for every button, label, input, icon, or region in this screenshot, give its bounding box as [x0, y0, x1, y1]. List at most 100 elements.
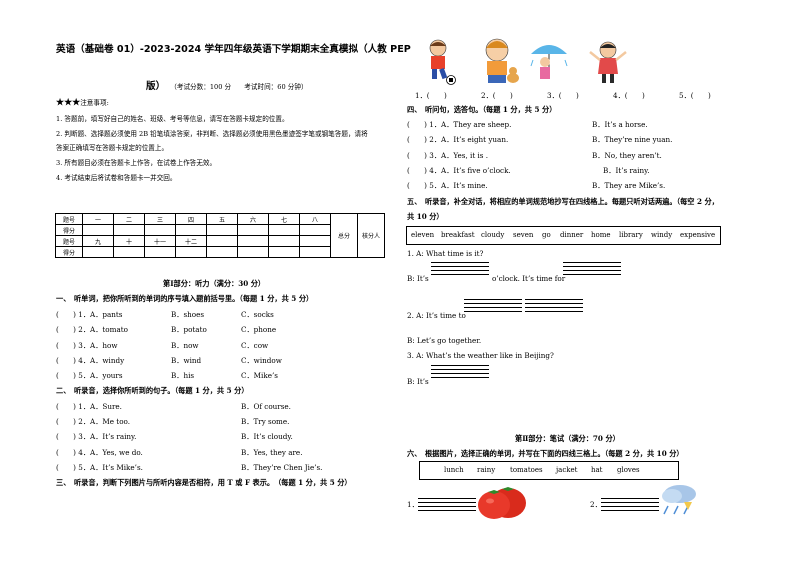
question-row: ( ) 3．A．It’s rainy.	[56, 432, 137, 441]
total-cell: 总分	[330, 213, 358, 258]
part2-heading: 第Ⅱ部分：笔试（满分：70 分）	[515, 434, 620, 443]
question-row: ( ) 3．A．Yes, it is .	[407, 151, 489, 160]
dialogue-line: B: It’s	[407, 377, 429, 386]
option-b: B．They’re Chen Jie’s.	[241, 463, 323, 472]
question-row: ( ) 3．A．how	[56, 341, 118, 350]
word-bank-item: jacket	[556, 466, 578, 474]
score-cell: 十	[113, 235, 145, 247]
option-b: B．It’s a horse.	[592, 120, 648, 129]
question-row: ( ) 4．A．It’s five o’clock.	[407, 166, 511, 175]
question-row: ( ) 5．A．yours	[56, 371, 123, 380]
tomatoes-picture	[478, 487, 526, 519]
option-b: B．It’s rainy.	[603, 166, 650, 175]
exam-meta: （考试分数：100 分 考试时间：60 分钟）	[170, 83, 308, 91]
score-cell: 六	[237, 213, 269, 225]
four-line-grid[interactable]	[563, 262, 621, 278]
four-line-grid[interactable]	[431, 365, 489, 381]
word-bank-item: cloudy	[481, 231, 505, 239]
score-cell: 题号	[55, 213, 83, 225]
option-b: B．Of course.	[241, 402, 291, 411]
picture-number: 3．( )	[547, 91, 579, 100]
question-row: ( ) 5．A．It’s Mike’s.	[56, 463, 143, 472]
four-line-grid[interactable]	[525, 299, 583, 315]
notice-title: 注意事项:	[80, 99, 109, 107]
dialogue-line: B: Let’s go together.	[407, 336, 482, 345]
picture-number: 1．( )	[415, 91, 447, 100]
four-line-grid[interactable]	[418, 498, 476, 514]
boy-football-picture	[429, 39, 456, 85]
notice-heading: ★★★注意事项:	[56, 97, 109, 108]
picture-number: 2．( )	[481, 91, 513, 100]
option-b: B．now	[171, 341, 199, 350]
four-line-grid[interactable]	[464, 299, 522, 315]
score-cell: 十一	[144, 235, 176, 247]
boy-with-cat-picture	[485, 38, 519, 83]
section5-title-cont: 共 10 分）	[407, 212, 444, 221]
word-bank-item: dinner	[560, 231, 584, 239]
word-bank-item: go	[542, 231, 551, 239]
option-c: C．Mike’s	[241, 371, 278, 380]
word-bank-box	[419, 461, 679, 480]
word-bank-item: eleven	[411, 231, 435, 239]
question-row: ( ) 2．A．Me too.	[56, 417, 131, 426]
section1-title: 一、 听单词，把你所听到的单词的序号填入题前括号里。（每题 1 分，共 5 分）	[56, 294, 314, 303]
option-c: C．cow	[241, 341, 269, 350]
stars-icon: ★★★	[56, 98, 81, 108]
score-table: 题号 一 二 三 四 五 六 七 八 总分 核分人 得分 题号 九 十 十一 十…	[55, 213, 385, 258]
notice-item: 1. 答题前，填写好自己的姓名、班级、考号等信息，请写在答题卡规定的位置。	[56, 115, 289, 123]
option-b: B．potato	[171, 325, 207, 334]
score-cell: 九	[82, 235, 114, 247]
option-b: B．wind	[171, 356, 202, 365]
question-row: ( ) 1．A．They are sheep.	[407, 120, 512, 129]
dialogue-line: 2. A: It’s time to	[407, 311, 466, 320]
option-c: C．window	[241, 356, 282, 365]
question-row: ( ) 1．A．pants	[56, 310, 123, 319]
question-row: ( ) 5．A．It’s mine.	[407, 181, 488, 190]
exam-title-line2: 版） （考试分数：100 分 考试时间：60 分钟）	[146, 74, 308, 93]
notice-item: 4. 考试结束后将试卷和答题卡一并交回。	[56, 174, 177, 182]
question-row: ( ) 4．A．windy	[56, 356, 125, 365]
word-bank-item: windy	[651, 231, 673, 239]
section3-title: 三、 听录音，判断下列图片与所听内容是否相符，用 T 或 F 表示。 （每题 1…	[56, 478, 352, 487]
option-b: B．shoes	[171, 310, 205, 319]
picture-number: 5．( )	[679, 91, 711, 100]
section6-title: 六、 根据图片，选择正确的单词，并写在下面的四线三格上。（每题 2 分，共 10…	[407, 449, 684, 458]
part1-heading: 第Ⅰ部分：听力（满分：30 分）	[163, 279, 266, 288]
dialogue-line: o’clock. It’s time for	[492, 274, 566, 283]
word-bank-item: rainy	[477, 466, 496, 474]
score-cell: 得分	[55, 224, 83, 236]
score-cell: 五	[206, 213, 238, 225]
question-row: ( ) 1．A．Sure.	[56, 402, 122, 411]
item-number: 2．	[590, 500, 602, 509]
score-cell: 题号	[55, 235, 83, 247]
score-cell: 四	[175, 213, 207, 225]
section5-title: 五、 听录音，补全对话，将相应的单词规范地抄写在四线格上。每题只听对话两遍。（每…	[407, 197, 719, 206]
item-number: 1．	[407, 500, 419, 509]
word-bank-item: home	[591, 231, 611, 239]
question-row: ( ) 4．A．Yes, we do.	[56, 448, 143, 457]
score-cell: 七	[268, 213, 300, 225]
dialogue-line: B: It’s	[407, 274, 429, 283]
four-line-grid[interactable]	[601, 498, 659, 514]
word-bank-item: hat	[591, 466, 603, 474]
question-row: ( ) 2．A．tomato	[56, 325, 128, 334]
word-bank-item: library	[619, 231, 643, 239]
option-b: B．They are Mike’s.	[592, 181, 666, 190]
option-b: B．Yes, they are.	[241, 448, 303, 457]
dialogue-line: 3. A: What’s the weather like in Beijing…	[407, 351, 554, 360]
section4-title: 四、 听问句，选答句。（每题 1 分，共 5 分）	[407, 105, 557, 114]
four-line-grid[interactable]	[431, 262, 489, 278]
word-bank-box	[406, 226, 721, 245]
option-b: B．No, they aren’t.	[592, 151, 662, 160]
picture-number: 4．( )	[613, 91, 645, 100]
score-cell: 八	[299, 213, 331, 225]
word-bank-item: expensive	[680, 231, 716, 239]
option-c: C．phone	[241, 325, 277, 334]
notice-item: 2. 判断题、选择题必须使用 2B 铅笔填涂答案，非判断、选择题必须使用黑色墨迹…	[56, 130, 368, 138]
checker-cell: 核分人	[357, 213, 385, 258]
section2-title: 二、 听录音，选择你所听到的句子。（每题 1 分，共 5 分）	[56, 386, 249, 395]
score-cell: 十二	[175, 235, 207, 247]
option-c: C．socks	[241, 310, 274, 319]
girl-arms-open-picture	[589, 41, 627, 83]
